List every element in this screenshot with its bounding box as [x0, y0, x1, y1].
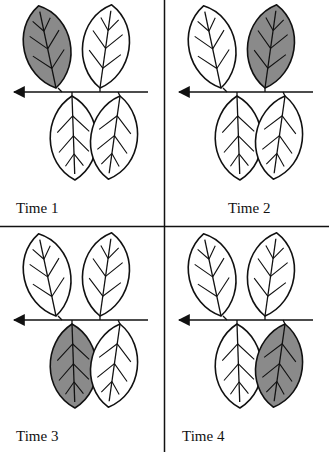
time-label: Time 2	[226, 200, 272, 217]
branch-panel	[179, 229, 313, 410]
time-label: Time 3	[14, 428, 60, 445]
time-label: Time 1	[14, 200, 60, 217]
divider	[0, 226, 329, 228]
branch-panel	[14, 229, 148, 410]
branch-panel	[179, 1, 313, 182]
branch-panel	[14, 1, 148, 182]
time-label: Time 4	[180, 428, 226, 445]
